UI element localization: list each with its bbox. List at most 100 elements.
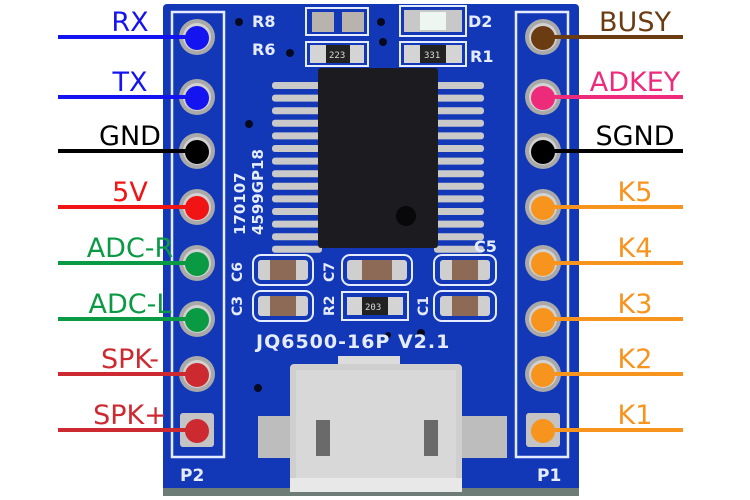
- label-r6: R6: [252, 40, 275, 59]
- pin-label: ADC-R: [87, 233, 174, 264]
- pin-dot: [531, 252, 555, 276]
- pin-label: RX: [111, 7, 148, 38]
- pin-label: K4: [618, 233, 653, 264]
- pin-k5: K5: [525, 177, 683, 225]
- model-silkscreen: JQ6500-16P V2.1: [254, 331, 450, 353]
- ic-pin-left: [272, 82, 322, 89]
- pin-label: GND: [99, 121, 161, 152]
- pin-label: K5: [618, 177, 653, 208]
- label-c7: C7: [322, 262, 338, 282]
- pin-spk-: SPK+: [58, 400, 214, 447]
- ic-pin-right: [434, 94, 484, 102]
- pin-dot: [531, 308, 555, 332]
- pin-label: 5V: [112, 177, 148, 208]
- pcb-substrate: [163, 4, 579, 496]
- ic-pin-left: [272, 233, 322, 241]
- pin-busy: BUSY: [525, 7, 683, 55]
- ic-chip: [318, 68, 438, 248]
- pin-dot: [185, 252, 209, 276]
- pin-dot: [185, 26, 209, 50]
- header-p1-outline: [514, 10, 570, 459]
- pin-dot: [531, 419, 555, 443]
- pin-label: K1: [618, 400, 653, 431]
- pin-label: K3: [618, 289, 653, 320]
- ic-pin-right: [434, 170, 484, 178]
- ic-pin-left: [272, 195, 322, 203]
- ic-pin-right: [434, 107, 484, 115]
- ic-pin-left: [272, 132, 322, 140]
- ic-pin-left: [272, 145, 322, 152]
- ic-pin-left: [272, 170, 322, 178]
- pin-dot: [185, 140, 209, 164]
- micro-usb-connector: [258, 356, 507, 492]
- ic-pin-right: [434, 220, 484, 228]
- r1-center: [420, 45, 446, 63]
- pin-dot: [531, 363, 555, 387]
- ic-pin-right: [434, 245, 484, 253]
- pin-label: K2: [618, 344, 653, 375]
- ic-pin-right: [434, 82, 484, 89]
- pin-adc-l: ADC-L: [58, 289, 215, 337]
- pin-rx: RX: [58, 7, 215, 55]
- pin-adkey: ADKEY: [525, 67, 683, 115]
- pin-gnd: GND: [58, 121, 215, 169]
- label-c1: C1: [416, 296, 432, 316]
- ic-pin-right: [434, 195, 484, 203]
- r8-pad-left: [312, 12, 334, 32]
- r6-code: 223: [329, 51, 345, 61]
- pin-spk-: SPK-: [58, 344, 215, 392]
- label-c3: C3: [230, 296, 246, 316]
- d2-outline: [399, 5, 467, 37]
- chip-marking: 170107 4599GP18: [231, 149, 267, 235]
- label-d2: D2: [468, 12, 492, 31]
- pin-k4: K4: [525, 233, 683, 281]
- ic-pin-right: [434, 157, 484, 165]
- marking-line2: 4599GP18: [249, 149, 267, 235]
- pin-label: ADC-L: [89, 289, 172, 320]
- ic-pin-left: [272, 245, 322, 253]
- pin-label: SGND: [595, 121, 674, 152]
- vias: [235, 18, 425, 392]
- r6-center: [326, 45, 350, 63]
- ic-pins: [272, 82, 484, 253]
- capacitors: 203: [252, 254, 497, 322]
- ic-pin-left: [272, 157, 322, 165]
- pin-k1: K1: [526, 400, 683, 447]
- pin-label: SPK+: [93, 400, 167, 431]
- pin-dot: [185, 363, 209, 387]
- ic-pin-left: [272, 94, 322, 102]
- ic-pin-left: [272, 107, 322, 115]
- ic-pin-left: [272, 220, 322, 228]
- pin-label: BUSY: [599, 7, 671, 38]
- pin-dot: [185, 196, 209, 220]
- ic-pin-right: [434, 182, 484, 190]
- pin-dot: [185, 308, 209, 332]
- pin-dot: [531, 140, 555, 164]
- marking-line1: 170107: [231, 172, 249, 235]
- pin-label: TX: [112, 67, 148, 98]
- cap-labels: C6 C3 C7 R2 C1: [230, 262, 432, 316]
- ic-pin1-dot: [396, 206, 416, 226]
- ic-pin-right: [434, 233, 484, 241]
- label-r2: R2: [322, 295, 338, 316]
- pin-dot: [531, 196, 555, 220]
- ic-pin-right: [434, 208, 484, 215]
- pin-label: SPK-: [101, 344, 159, 375]
- pins: RX TX GND 5V ADC-R ADC-L SPK- SPK+ BUSY ADKEY SGND…: [58, 7, 683, 447]
- r1-outline: [399, 41, 467, 67]
- pin-adc-r: ADC-R: [58, 233, 215, 281]
- pin-dot: [531, 86, 555, 110]
- pin-k3: K3: [525, 289, 683, 337]
- header-p2-outline: [170, 10, 226, 459]
- label-c5: C5: [474, 237, 497, 256]
- ic-pin-right: [434, 132, 484, 140]
- pin-5v: 5V: [58, 177, 215, 225]
- pin-sgnd: SGND: [525, 121, 683, 169]
- header-p2-label: P2: [180, 466, 204, 486]
- pin-k2: K2: [525, 344, 683, 392]
- d2-lens: [420, 12, 446, 30]
- label-r8: R8: [252, 12, 275, 31]
- r8-outline: [305, 7, 369, 36]
- pin-dot: [531, 26, 555, 50]
